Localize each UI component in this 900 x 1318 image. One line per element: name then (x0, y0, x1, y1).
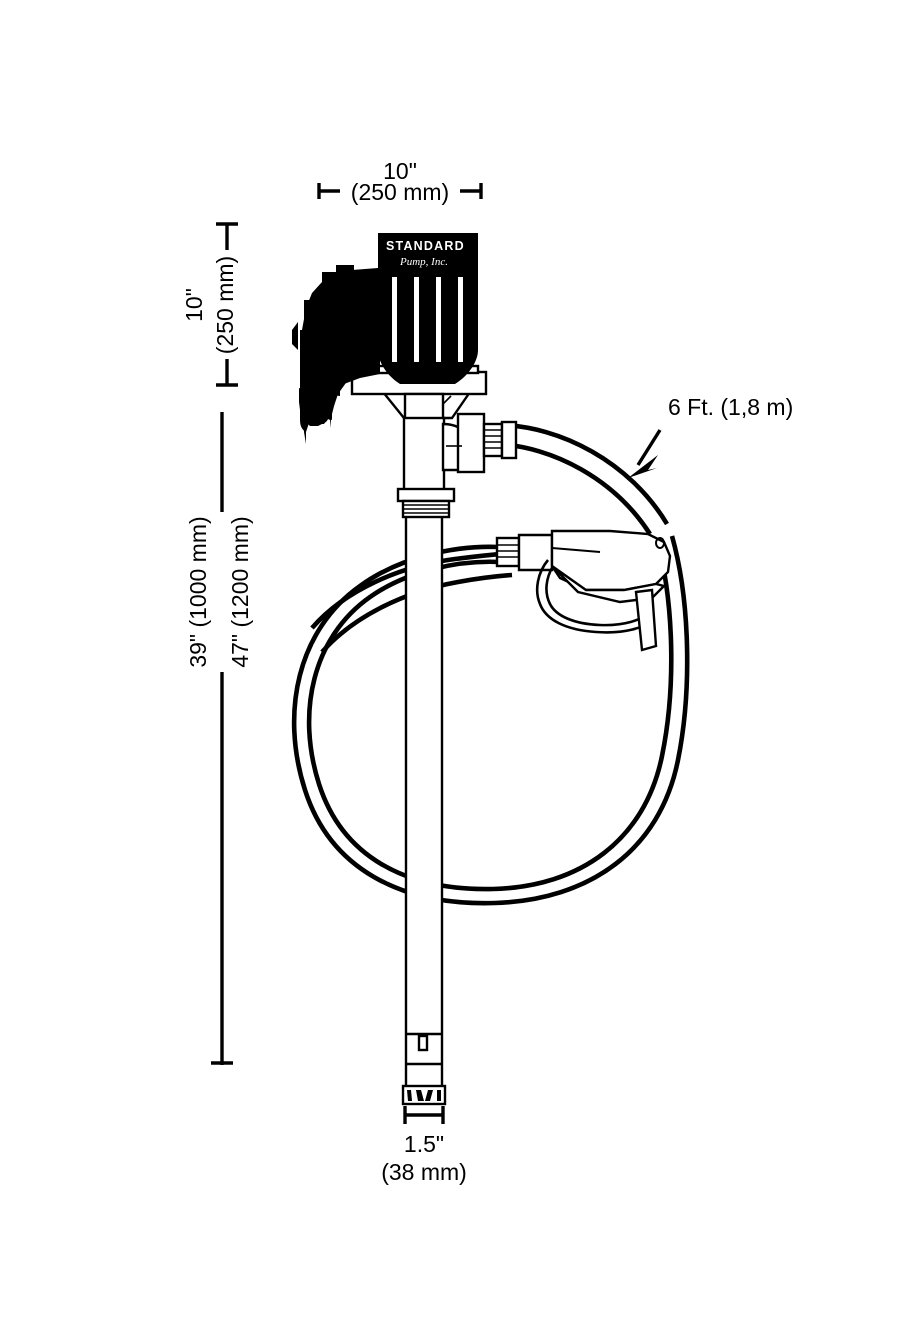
threaded-collar (396, 487, 456, 519)
suction-tube (402, 392, 446, 1090)
discharge-elbow-assembly (441, 412, 518, 474)
dimension-motor-width-imperial: 10" (383, 158, 417, 184)
hose-callout-arrowhead (628, 455, 658, 478)
nozzle-gun (495, 529, 672, 652)
hose-length-callout: 6 Ft. (1,8 m) (628, 394, 793, 478)
dimension-motor-height: 10" (250 mm) (181, 222, 238, 387)
hose-length-text: 6 Ft. (1,8 m) (668, 394, 793, 420)
dimension-tube-39-label: 39" (1000 mm) (185, 516, 211, 667)
dimension-tube-diameter-metric: (38 mm) (381, 1159, 467, 1185)
dimension-tube-diameter: 1.5" (38 mm) (381, 1106, 467, 1185)
dimension-motor-height-imperial: 10" (181, 288, 207, 322)
dimension-tube-diameter-imperial: 1.5" (404, 1131, 444, 1157)
dimension-motor-width: 10" (250 mm) (317, 158, 483, 205)
foot-strainer (401, 1032, 447, 1106)
dimension-motor-width-metric: (250 mm) (351, 179, 449, 205)
brand-logo-secondary: Pump, Inc. (399, 256, 448, 268)
dimension-tube-lengths: 39" (1000 mm) 47" (1200 mm) (185, 412, 253, 1065)
dimension-motor-height-metric: (250 mm) (212, 256, 238, 354)
dimension-tube-47-label: 47" (1200 mm) (227, 516, 253, 667)
brand-logo-primary: STANDARD (386, 239, 465, 253)
motor-and-handle: STANDARD Pump, Inc. (292, 233, 478, 444)
